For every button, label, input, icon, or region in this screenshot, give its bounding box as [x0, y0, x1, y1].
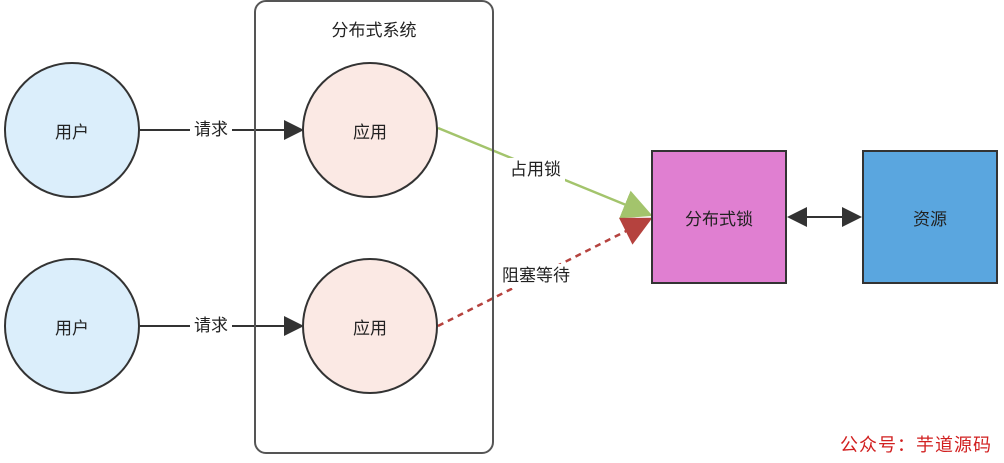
- watermark: 公众号：芋道源码: [840, 435, 992, 456]
- request-label-bottom: 请求: [190, 314, 232, 339]
- user-label: 用户: [55, 122, 89, 143]
- distributed-lock-node[interactable]: 分布式锁: [651, 150, 787, 284]
- blocked-wait-label: 阻塞等待: [498, 264, 574, 289]
- lock-label: 分布式锁: [685, 209, 753, 230]
- request-label-top: 请求: [190, 118, 232, 143]
- app-node-top[interactable]: 应用: [302, 62, 438, 198]
- distributed-system-container: 分布式系统: [254, 0, 494, 454]
- resource-node[interactable]: 资源: [862, 150, 998, 284]
- user-node-top[interactable]: 用户: [4, 62, 140, 198]
- app-label: 应用: [353, 122, 387, 143]
- resource-label: 资源: [913, 209, 947, 230]
- user-label: 用户: [55, 318, 89, 339]
- acquire-lock-label: 占用锁: [506, 158, 565, 183]
- app-label: 应用: [353, 318, 387, 339]
- app-node-bottom[interactable]: 应用: [302, 258, 438, 394]
- user-node-bottom[interactable]: 用户: [4, 258, 140, 394]
- container-title: 分布式系统: [331, 21, 417, 41]
